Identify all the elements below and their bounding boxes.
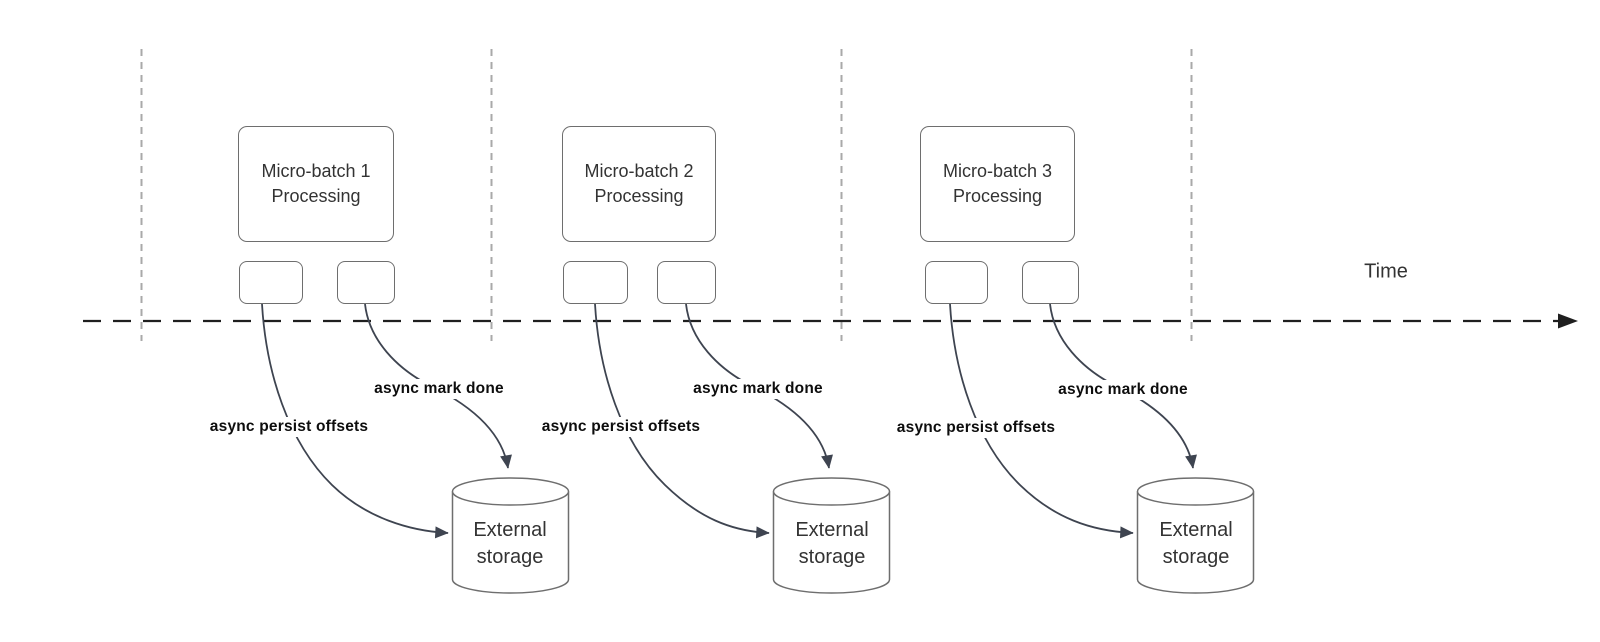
micro-batch-2-label: Micro-batch 2 Processing (584, 161, 694, 206)
persist-offsets-arrow-1 (261, 303, 449, 539)
micro-batch-2-box: Micro-batch 2 Processing (562, 126, 716, 242)
external-storage-cylinder-1 (451, 477, 570, 594)
task-box-1a (239, 261, 303, 304)
mark-done-label-1: async mark done (370, 379, 508, 399)
micro-batch-1-label: Micro-batch 1 Processing (261, 161, 371, 206)
task-box-2b (657, 261, 716, 304)
mark-done-label-3: async mark done (1054, 380, 1192, 400)
persist-offsets-label-1: async persist offsets (205, 417, 373, 437)
time-axis (83, 313, 1578, 329)
persist-offsets-label-3: async persist offsets (892, 418, 1060, 438)
task-box-1b (337, 261, 395, 304)
external-storage-cylinder-3 (1136, 477, 1255, 594)
time-label: Time (1364, 260, 1408, 283)
external-storage-label-3: External storage (1159, 519, 1233, 568)
persist-offsets-arrow-2 (594, 303, 770, 539)
micro-batch-3-box: Micro-batch 3 Processing (920, 126, 1075, 242)
external-storage-cylinder-2 (772, 477, 891, 594)
task-box-3b (1022, 261, 1079, 304)
time-axis-arrowhead-icon (1558, 313, 1578, 329)
persist-offsets-arrow-3 (949, 303, 1134, 539)
persist-offsets-label-2: async persist offsets (537, 417, 705, 437)
external-storage-label-1: External storage (473, 519, 547, 568)
timeline-guides (140, 49, 1193, 341)
micro-batch-3-label: Micro-batch 3 Processing (942, 161, 1053, 206)
task-box-3a (925, 261, 988, 304)
mark-done-label-2: async mark done (689, 379, 827, 399)
task-box-2a (563, 261, 628, 304)
external-storage-label-2: External storage (795, 519, 869, 568)
micro-batch-1-box: Micro-batch 1 Processing (238, 126, 394, 242)
